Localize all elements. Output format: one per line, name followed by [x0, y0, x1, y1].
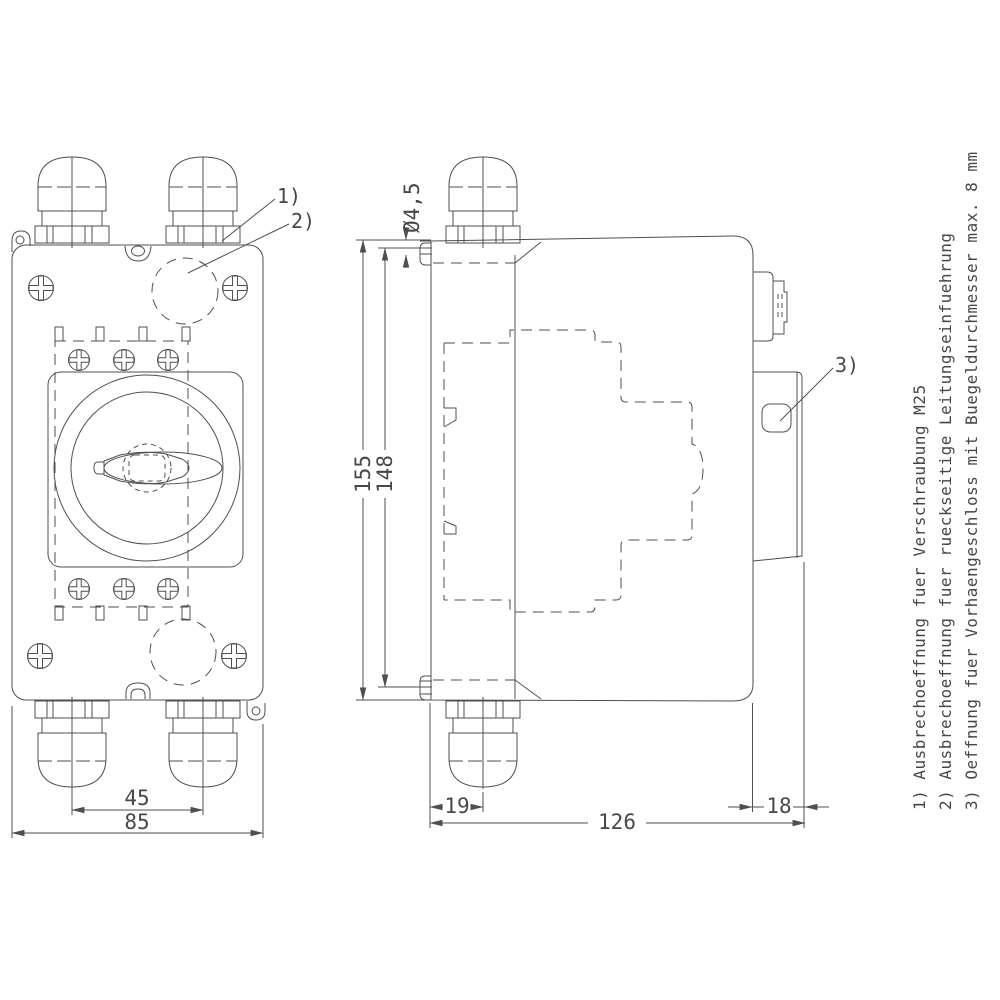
note-1: 1) Ausbrechoeffnung fuer Verschraubung M… — [910, 384, 929, 810]
dim-gland-spacing: 45 — [71, 786, 204, 814]
mounting-ear-bottom-right — [246, 701, 266, 721]
leader-line-3 — [779, 367, 834, 422]
enclosure-body-side — [430, 235, 754, 702]
dim-enclosure-width: 85 — [11, 810, 264, 837]
cover-screw — [222, 275, 248, 301]
note-3: 3) Oeffnung fuer Vorhaengeschloss mit Bu… — [962, 151, 981, 810]
cable-gland-top-right — [165, 156, 241, 249]
din-clip-hook — [443, 407, 457, 428]
mounting-arch-bottom — [125, 682, 151, 699]
callout-1: 1) — [277, 184, 301, 208]
terminal-screw — [113, 578, 135, 600]
dim-mounting-hole-diameter: Ø4,5 — [400, 182, 424, 268]
leader-line-1 — [221, 198, 276, 242]
dim-enclosure-depth: 126 — [429, 810, 806, 834]
dim-label-dia45: Ø4,5 — [400, 182, 424, 233]
din-clip-hook — [443, 520, 457, 535]
mounting-ear-side-top — [419, 240, 432, 266]
dim-label-148: 148 — [373, 455, 397, 493]
callout-3: 3) — [835, 353, 859, 377]
dim-label-45: 45 — [124, 786, 149, 810]
cable-gland-side-top — [445, 156, 521, 249]
dim-lock-bracket-depth: 18 — [728, 794, 829, 818]
dimensions: 45 85 155 148 Ø4,5 19 — [11, 182, 829, 838]
dim-label-19: 19 — [444, 794, 469, 818]
mounting-ear-top-left — [11, 230, 31, 252]
knockout-circle-top — [151, 257, 219, 325]
switch-knob-side — [753, 271, 788, 342]
dim-mounting-hole-distance: 148 — [373, 247, 397, 688]
dim-gland-offset: 19 — [429, 794, 484, 818]
dim-label-85: 85 — [124, 810, 149, 834]
terminal-screw — [157, 578, 179, 600]
front-view — [11, 156, 266, 790]
cover-screw — [27, 643, 53, 669]
dim-label-126: 126 — [598, 810, 636, 834]
side-view — [419, 156, 803, 790]
cable-gland-side-bottom — [445, 696, 521, 790]
note-2: 2) Ausbrechoeffnung fuer rueckseitige Le… — [936, 232, 955, 810]
terminal-screw — [68, 578, 90, 600]
terminal-notches — [54, 326, 191, 621]
mounting-tab-top — [124, 245, 152, 262]
switch-handle — [103, 451, 190, 485]
padlock-bracket — [752, 371, 803, 562]
notes: 1) Ausbrechoeffnung fuer Verschraubung M… — [910, 151, 981, 810]
dim-label-18: 18 — [766, 794, 791, 818]
mounting-ear-side-bottom — [419, 675, 432, 701]
switch-body-hidden-profile — [444, 329, 704, 613]
rotary-switch — [47, 371, 244, 568]
padlock-hole — [761, 403, 792, 433]
leader-line-2 — [187, 223, 290, 274]
cable-gland-top-left — [34, 156, 110, 249]
terminal-screw — [113, 349, 135, 371]
terminal-screw — [68, 349, 90, 371]
cover-screw — [221, 643, 247, 669]
enclosure-body-front — [11, 244, 264, 701]
knockout-circle-bottom — [149, 618, 217, 686]
terminal-screw — [157, 349, 179, 371]
cover-screw — [28, 275, 54, 301]
dim-enclosure-height: 155 — [351, 239, 375, 701]
dim-label-155: 155 — [351, 455, 375, 493]
callouts: 1) 2) 3) — [187, 184, 859, 422]
callout-2: 2) — [291, 209, 315, 233]
